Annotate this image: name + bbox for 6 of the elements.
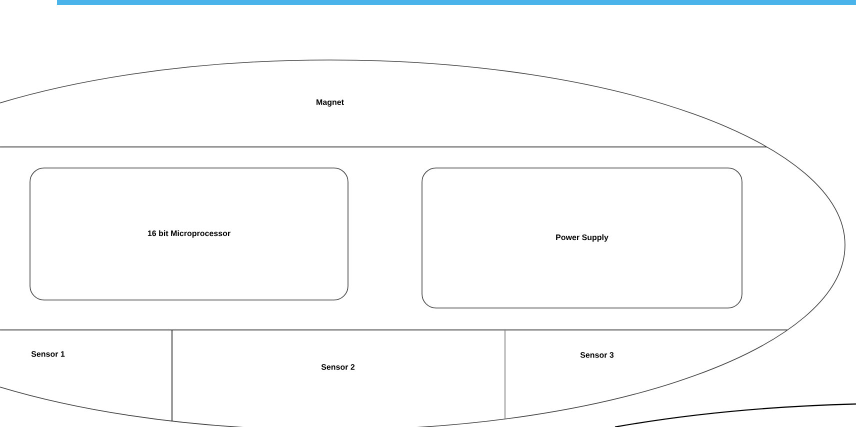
component-box: Power Supply bbox=[422, 168, 742, 308]
component-box: 16 bit Microprocessor bbox=[30, 168, 348, 300]
band-label: Sensor 1 bbox=[31, 351, 65, 357]
band-label: Sensor 3 bbox=[580, 352, 614, 358]
band-label: Magnet bbox=[316, 99, 344, 107]
band-label: Sensor 2 bbox=[321, 364, 355, 370]
